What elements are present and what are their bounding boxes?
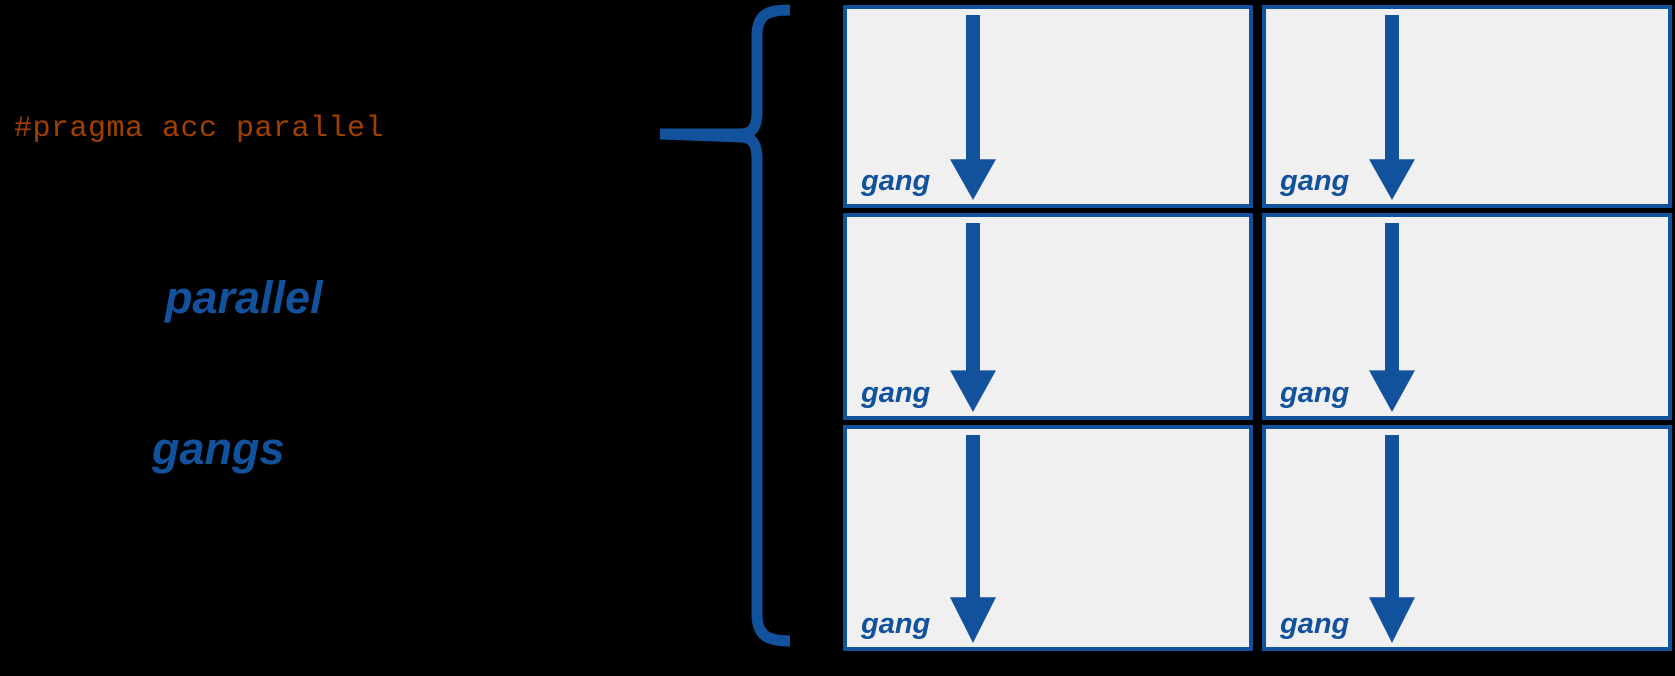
gang-box[interactable]: gang	[843, 425, 1253, 651]
arrow-down-icon	[950, 223, 996, 412]
gang-label: gang	[861, 377, 931, 410]
gang-label: gang	[1280, 377, 1350, 410]
gang-label: gang	[861, 608, 931, 641]
keyword-gangs-label: gangs	[152, 423, 285, 474]
gang-label: gang	[861, 165, 931, 198]
gang-box[interactable]: gang	[1262, 213, 1672, 420]
arrow-down-icon	[1369, 223, 1415, 412]
arrow-down-icon	[950, 435, 996, 643]
gang-box[interactable]: gang	[843, 5, 1253, 208]
arrow-down-icon	[1369, 15, 1415, 200]
gang-box[interactable]: gang	[1262, 5, 1672, 208]
pragma-directive-text: #pragma acc parallel	[14, 112, 385, 146]
curly-brace-left-icon	[660, 4, 790, 647]
arrow-down-icon	[1369, 435, 1415, 643]
gang-box[interactable]: gang	[843, 213, 1253, 420]
gang-label: gang	[1280, 165, 1350, 198]
gang-box[interactable]: gang	[1262, 425, 1672, 651]
arrow-down-icon	[950, 15, 996, 200]
keyword-parallel-label: parallel	[165, 272, 323, 323]
gang-grid: gang gang gang gang	[843, 5, 1675, 651]
gang-label: gang	[1280, 608, 1350, 641]
